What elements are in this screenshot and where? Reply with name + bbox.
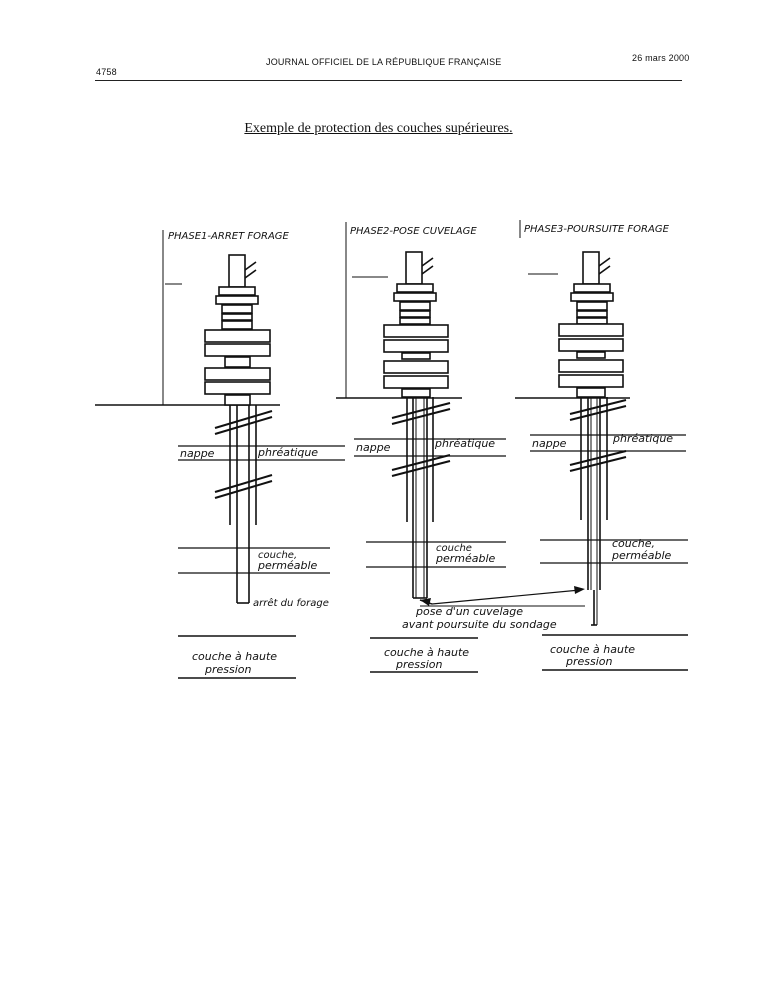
annotation-line2: avant poursuite du sondage — [402, 618, 557, 631]
phase-1-pressure-line1: couche à haute — [192, 650, 277, 663]
phase-1-couche: couche, — [258, 550, 297, 561]
phase-1-label: PHASE1-ARRET FORAGE — [168, 231, 290, 242]
phase-2-pressure-line2: pression — [395, 658, 443, 671]
page-number: 4758 — [96, 67, 117, 77]
annotation-line1: pose d'un cuvelage — [415, 605, 523, 618]
phase-3-permeable: perméable — [611, 549, 672, 562]
publication-date: 26 mars 2000 — [632, 53, 690, 63]
phase-1-pressure-line2: pression — [204, 663, 252, 676]
phase-1-permeable: perméable — [257, 559, 318, 572]
phase-2-nappe: nappe — [356, 441, 391, 454]
document-title: Exemple de protection des couches supéri… — [244, 121, 513, 136]
phase-1: PHASE1-ARRET FORAGE nappe phréat — [95, 230, 345, 679]
phase-1-phreatique: phréatique — [257, 446, 318, 459]
phase-1-nappe: nappe — [180, 447, 215, 460]
phase-2-permeable: perméable — [435, 552, 496, 565]
phase-3-couche: couche, — [612, 537, 655, 550]
phase-3-phreatique: phréatique — [612, 432, 673, 445]
phase-2-phreatique: phréatique — [434, 437, 495, 450]
phase-2-label: PHASE2-POSE CUVELAGE — [350, 226, 477, 237]
phase-2-pressure-line1: couche à haute — [384, 646, 469, 659]
arrow-head-left — [420, 598, 431, 606]
casing-annotation: pose d'un cuvelage avant poursuite du so… — [402, 586, 585, 631]
phase-3-label: PHASE3-POURSUITE FORAGE — [524, 224, 670, 235]
header-rule — [95, 80, 682, 81]
phase-3-pressure-line2: pression — [565, 655, 613, 668]
journal-title: JOURNAL OFFICIEL DE LA RÉPUBLIQUE FRANÇA… — [266, 57, 502, 67]
phase-2-couche: couche — [436, 543, 472, 554]
phase-2: PHASE2-POSE CUVELAGE nappe — [336, 222, 506, 673]
arrow-head-right — [574, 586, 585, 594]
phase-3-nappe: nappe — [532, 437, 567, 450]
phase-3: PHASE3-POURSUITE FORAGE — [515, 220, 688, 671]
phase-1-arret-note: arrêt du forage — [253, 597, 329, 609]
phase-3-pressure-line1: couche à haute — [550, 643, 635, 656]
